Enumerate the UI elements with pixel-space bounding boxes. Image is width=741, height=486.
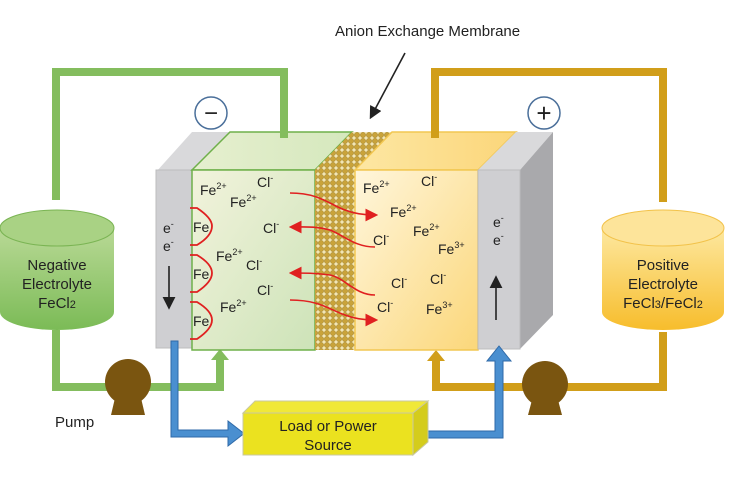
positive-tank-label-line1: Positive [637,257,690,274]
negative-tank-label-line1: Negative [27,257,86,274]
anion-exchange-membrane [315,132,392,350]
membrane-label: Anion Exchange Membrane [335,23,520,40]
pump-label: Pump [55,414,94,431]
fe-plate-label: Fe [193,266,210,282]
negative-terminal-sign: − [204,100,218,127]
positive-terminal: + [527,96,561,130]
membrane-pointer-arrow [369,52,406,120]
electron-label: e- [163,237,174,254]
load-label-line2: Source [304,437,352,454]
ion-arrow-right [289,192,379,222]
positive-electrolyte-tank: Positive Electrolyte FeCl3/FeCl2 [601,209,725,330]
ion-cl: Cl- [377,298,393,315]
negative-tank-label-line2: Electrolyte [22,276,92,293]
fe-plates [190,207,213,340]
ion-fe3: Fe3+ [426,300,453,317]
ion-arrow-left [288,266,376,296]
positive-terminal-sign: + [536,98,551,128]
ion-migration-arrows [288,192,379,327]
fe-plate-label: Fe [193,219,210,235]
ion-fe2: Fe2+ [390,203,417,220]
load-or-power-source: Load or Power Source [241,399,430,457]
ion-fe2: Fe2+ [413,222,440,239]
positive-current-collector [477,132,553,350]
ion-cl: Cl- [421,172,437,189]
ion-fe2: Fe2+ [230,193,257,210]
negative-electrons: e- e- [162,219,176,310]
positive-pipe-arrowhead [427,350,445,361]
positive-pipe-stub [431,100,439,138]
ion-cl: Cl- [430,270,446,287]
ion-cl: Cl- [246,256,262,273]
electron-label: e- [493,213,504,230]
ion-cl: Cl- [373,231,389,248]
negative-tank-label-line3: FeCl2 [38,295,76,312]
ion-fe2: Fe2+ [220,298,247,315]
negative-electrolyte-tank: Negative Electrolyte FeCl2 [0,209,115,330]
negative-pipe-stub [280,100,288,138]
ion-cl: Cl- [257,173,273,190]
ion-fe2: Fe2+ [216,247,243,264]
ion-cl: Cl- [391,274,407,291]
ion-arrow-right [289,299,379,327]
ion-cl: Cl- [257,281,273,298]
positive-tank-label-line2: Electrolyte [628,276,698,293]
positive-tank-label-line3: FeCl3/FeCl2 [623,295,703,312]
positive-ions: Fe2+ Cl- Fe2+ Cl- Fe2+ Fe3+ Cl- Cl- Cl- … [363,172,465,317]
current-flow-right [422,345,513,439]
ion-arrow-left [288,220,376,248]
negative-pipe-arrowhead [211,349,229,360]
ion-fe2: Fe2+ [200,181,227,198]
fe-plate-label: Fe [193,313,210,329]
negative-pump [105,359,151,415]
electron-label: e- [163,219,174,236]
negative-terminal: − [194,96,228,130]
ion-fe3: Fe3+ [438,240,465,257]
positive-electrons: e- e- [489,213,504,320]
current-flow-left [170,340,245,448]
ion-fe2: Fe2+ [363,179,390,196]
electron-label: e- [493,231,504,248]
ion-cl: Cl- [263,219,279,236]
load-label-line1: Load or Power [279,418,377,435]
positive-pump [522,361,568,415]
negative-ions: Fe2+ Cl- Fe2+ Cl- Fe2+ Cl- Cl- Fe2+ [200,173,279,315]
